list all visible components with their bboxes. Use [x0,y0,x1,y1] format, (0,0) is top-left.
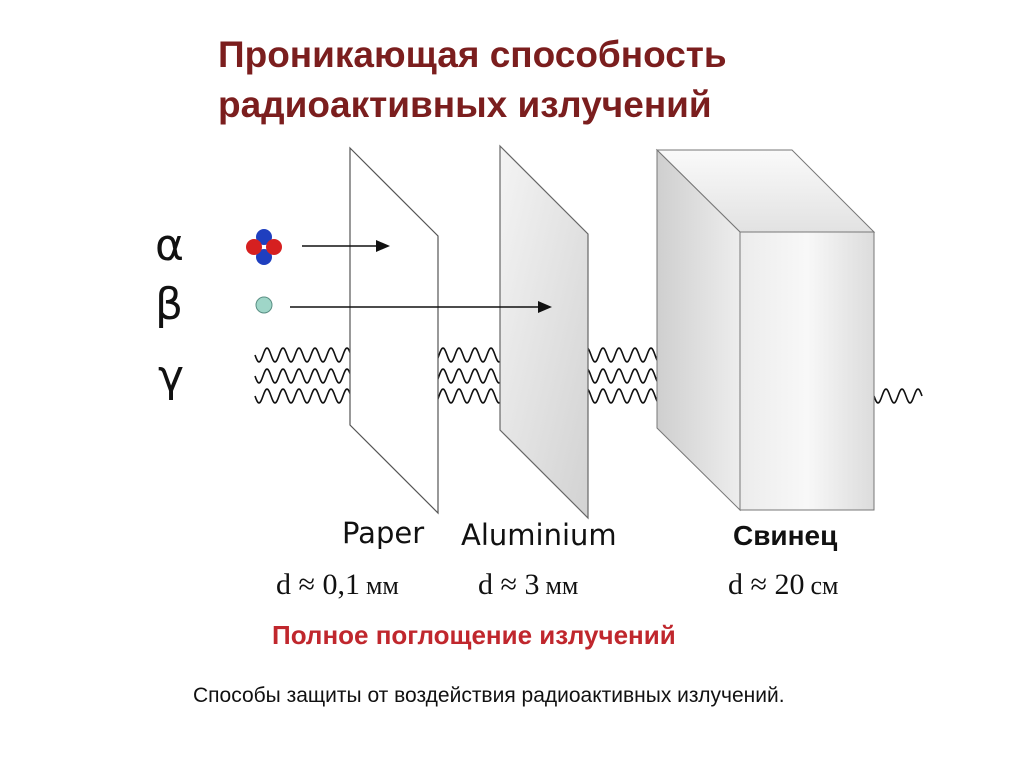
alpha-particle-icon [246,229,282,265]
lead-block [655,148,876,512]
beta-particle-icon [255,296,273,314]
gamma-wave-1 [254,347,661,363]
title-line-2: радиоактивных излучений [218,84,712,125]
paper-sheet [349,146,439,515]
aluminium-label: Aluminium [461,518,617,552]
alpha-arrow [302,240,390,252]
beta-arrow [290,301,552,313]
absorption-label: Полное поглощение излучений [272,620,676,650]
beta-symbol: β [155,279,184,330]
gamma-wave-transmitted [873,388,923,404]
aluminium-sheet [499,144,589,520]
alpha-symbol: α [155,220,185,271]
paper-label: Paper [342,516,425,550]
title-line-1: Проникающая способность [218,34,727,75]
page-title: Проникающая способность радиоактивных из… [218,30,918,130]
gamma-symbol: γ [158,351,185,402]
gamma-wave-2 [254,368,661,384]
gamma-wave-3 [254,388,661,404]
caption: Способы защиты от воздействия радиоактив… [193,684,785,707]
lead-label: Свинец [733,520,838,551]
